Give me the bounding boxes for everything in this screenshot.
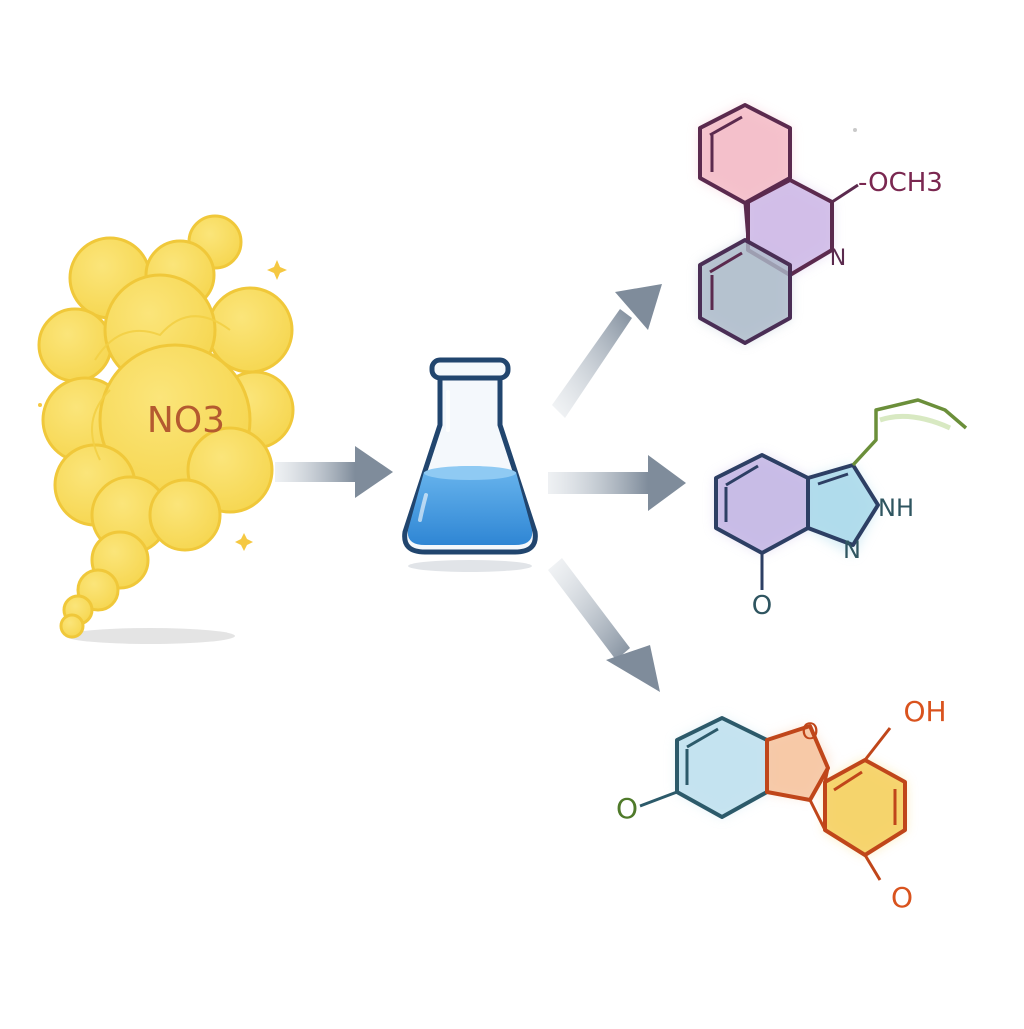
ring-oxygen-label: O — [801, 720, 818, 745]
nh-label: NH — [878, 494, 914, 522]
left-oxygen-label: O — [616, 792, 638, 825]
cloud-puffs — [37, 214, 295, 639]
cloud-inner-lines — [91, 315, 231, 461]
cloud-label: NO3 — [147, 400, 225, 441]
arrow-to-flask — [275, 446, 393, 498]
middle-product-molecule: NH N O — [714, 398, 968, 621]
heteroatom-label: N — [830, 246, 846, 271]
bottom-oxygen-label: O — [891, 881, 913, 914]
no3-cloud: NO3 — [37, 214, 295, 644]
hydroxyl-label: OH — [903, 695, 946, 728]
substituent-label: -OCH3 — [858, 168, 943, 198]
pyrazole-ring — [806, 463, 880, 547]
erlenmeyer-flask-icon — [402, 357, 538, 572]
sparkle-icon — [38, 260, 287, 551]
arrow-to-top-product — [552, 284, 662, 418]
benzene-ring-middle — [714, 453, 810, 555]
bottom-product-molecule: OH O O O — [616, 695, 947, 914]
benzene-ring-left — [675, 716, 769, 819]
benzene-ring-right — [823, 758, 907, 857]
n-label: N — [843, 536, 861, 564]
oxygen-label: O — [752, 591, 772, 621]
top-product-molecule: -OCH3 N — [698, 103, 943, 345]
arrow-to-middle-product — [548, 455, 686, 511]
cloud-shadow — [65, 628, 235, 644]
arrow-to-bottom-product — [548, 558, 660, 692]
alkyl-chain — [851, 398, 968, 467]
furan-ring — [765, 724, 830, 802]
